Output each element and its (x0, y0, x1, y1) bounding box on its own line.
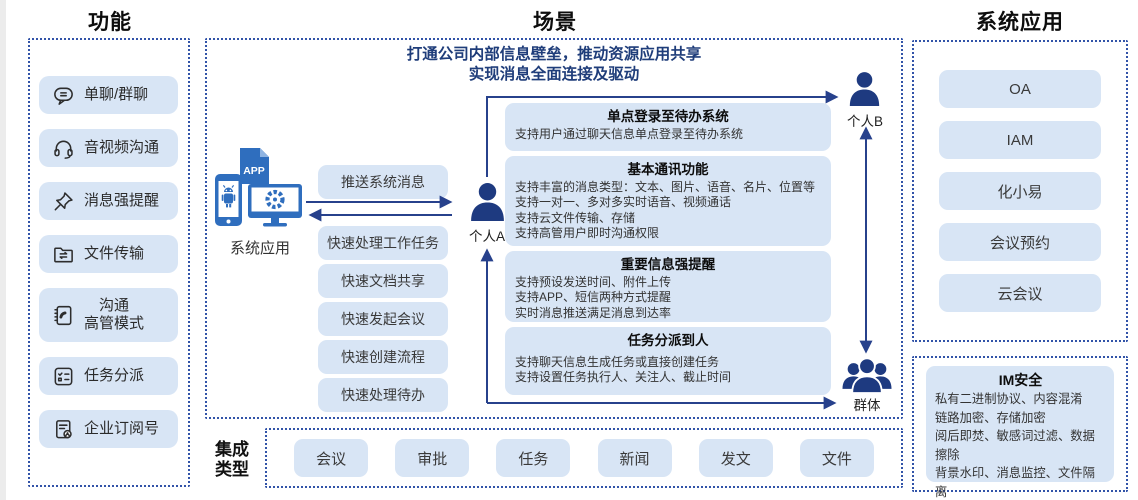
feature-card-title: 单点登录至待办系统 (607, 109, 729, 124)
chat-bubble-icon (52, 84, 75, 107)
quick-action-push-message: 推送系统消息 (318, 165, 448, 199)
pushpin-icon (52, 190, 75, 213)
function-label: 沟通 高管模式 (84, 297, 145, 332)
person-a-label: 个人A (468, 229, 505, 244)
function-item-audio-video: 音视频沟通 (39, 129, 178, 167)
integration-item-meeting: 会议 (294, 439, 369, 477)
feature-card-body: 支持用户通过聊天信息单点登录至待办系统 (515, 127, 744, 141)
system-apps-panel: OA IAM 化小易 会议预约 云会议 (912, 40, 1128, 342)
integration-list: 会议 审批 任务 新闻 发文 文件 (267, 430, 901, 486)
function-label: 单聊/群聊 (84, 86, 149, 104)
feature-card-title: 任务分派到人 (627, 333, 709, 348)
system-app-meeting-booking: 会议预约 (939, 223, 1101, 261)
function-label: 企业订阅号 (84, 420, 160, 438)
integration-item-task: 任务 (496, 439, 571, 477)
file-transfer-icon (52, 243, 75, 266)
system-app-huaxiaoyi: 化小易 (939, 172, 1101, 210)
integration-panel: 会议 审批 任务 新闻 发文 文件 (265, 428, 903, 488)
app-file-icon: APP (240, 148, 269, 184)
scenario-slogan-line2: 实现消息全面连接及驱动 (468, 66, 640, 83)
feature-card-body: 支持预设发送时间、附件上传 支持APP、短信两种方式提醒 实时消息推送满足消息到… (515, 275, 672, 320)
person-b-icon (848, 71, 881, 113)
system-app-cloud-meeting: 云会议 (939, 274, 1101, 312)
svg-text:APP: APP (243, 165, 265, 177)
group-label: 群体 (853, 398, 881, 413)
android-phone-icon (215, 174, 242, 226)
integration-item-approval: 审批 (395, 439, 470, 477)
im-security-body: 私有二进制协议、内容混淆 链路加密、存储加密 阅后即焚、敏感词过滤、数据擦除 背… (935, 392, 1095, 499)
feature-card-title: 基本通讯功能 (627, 162, 709, 177)
feature-card-body: 支持聊天信息生成任务或直接创建任务 支持设置任务执行人、关注人、截止时间 (515, 355, 732, 385)
subscription-doc-icon (52, 418, 75, 441)
function-item-strong-reminder: 消息强提醒 (39, 182, 178, 220)
function-label: 任务分派 (84, 367, 145, 385)
system-apps-list: OA IAM 化小易 会议预约 云会议 (914, 42, 1126, 312)
quick-action-handle-todo: 快速处理待办 (318, 378, 448, 412)
feature-card-sso: 单点登录至待办系统 支持用户通过聊天信息单点登录至待办系统 (505, 103, 831, 151)
feature-card-task-dispatch: 任务分派到人 支持聊天信息生成任务或直接创建任务 支持设置任务执行人、关注人、截… (505, 327, 831, 395)
system-source-icons: APP (214, 146, 306, 237)
function-item-file-transfer: 文件传输 (39, 235, 178, 273)
function-item-chat: 单聊/群聊 (39, 76, 178, 114)
quick-action-doc-share: 快速文档共享 (318, 264, 448, 298)
scenario-panel (205, 38, 903, 419)
integration-item-news: 新闻 (597, 439, 672, 477)
headset-icon (52, 137, 75, 160)
functions-panel: 单聊/群聊 音视频沟通 消息强提醒 文件传输 (28, 38, 190, 487)
contact-phone-icon (52, 304, 75, 327)
integration-item-file: 文件 (799, 439, 874, 477)
functions-list: 单聊/群聊 音视频沟通 消息强提醒 文件传输 (30, 40, 188, 448)
monitor-gear-icon (248, 184, 302, 227)
function-item-executive-mode: 沟通 高管模式 (39, 288, 178, 342)
person-a-icon (469, 182, 506, 228)
im-security-panel (912, 356, 1128, 492)
feature-card-title: 重要信息强提醒 (620, 257, 716, 272)
functions-header: 功能 (88, 11, 132, 34)
scenario-slogan-line1: 打通公司内部信息壁垒，推动资源应用共享 (406, 46, 702, 63)
function-label: 音视频沟通 (84, 139, 160, 157)
feature-card-basic-comm: 基本通讯功能 支持丰富的消息类型：文本、图片、语音、名片、位置等 支持一对一、多… (505, 156, 831, 246)
system-apps-header: 系统应用 (976, 11, 1064, 34)
integration-item-dispatch: 发文 (698, 439, 773, 477)
task-checklist-icon (52, 365, 75, 388)
feature-card-strong-reminder: 重要信息强提醒 支持预设发送时间、附件上传 支持APP、短信两种方式提醒 实时消… (505, 251, 831, 322)
scenario-header: 场景 (533, 11, 577, 34)
im-security-title: IM安全 (998, 372, 1043, 388)
system-app-iam: IAM (939, 121, 1101, 159)
quick-action-create-flow: 快速创建流程 (318, 340, 448, 374)
integration-label: 集成 类型 (215, 440, 249, 479)
function-item-task-assign: 任务分派 (39, 357, 178, 395)
quick-action-start-meeting: 快速发起会议 (318, 302, 448, 336)
im-security-card: IM安全 私有二进制协议、内容混淆 链路加密、存储加密 阅后即焚、敏感词过滤、数… (926, 366, 1114, 499)
feature-card-body: 支持丰富的消息类型：文本、图片、语音、名片、位置等 支持一对一、多对多实时语音、… (515, 180, 816, 241)
function-label: 消息强提醒 (84, 192, 160, 210)
function-label: 文件传输 (84, 245, 145, 263)
person-b-label: 个人B (846, 114, 883, 129)
group-icon (841, 356, 893, 398)
system-source-label: 系统应用 (229, 240, 290, 257)
system-app-oa: OA (939, 70, 1101, 108)
quick-action-handle-task: 快速处理工作任务 (318, 226, 448, 260)
screen-edge (0, 0, 6, 500)
function-item-subscription: 企业订阅号 (39, 410, 178, 448)
